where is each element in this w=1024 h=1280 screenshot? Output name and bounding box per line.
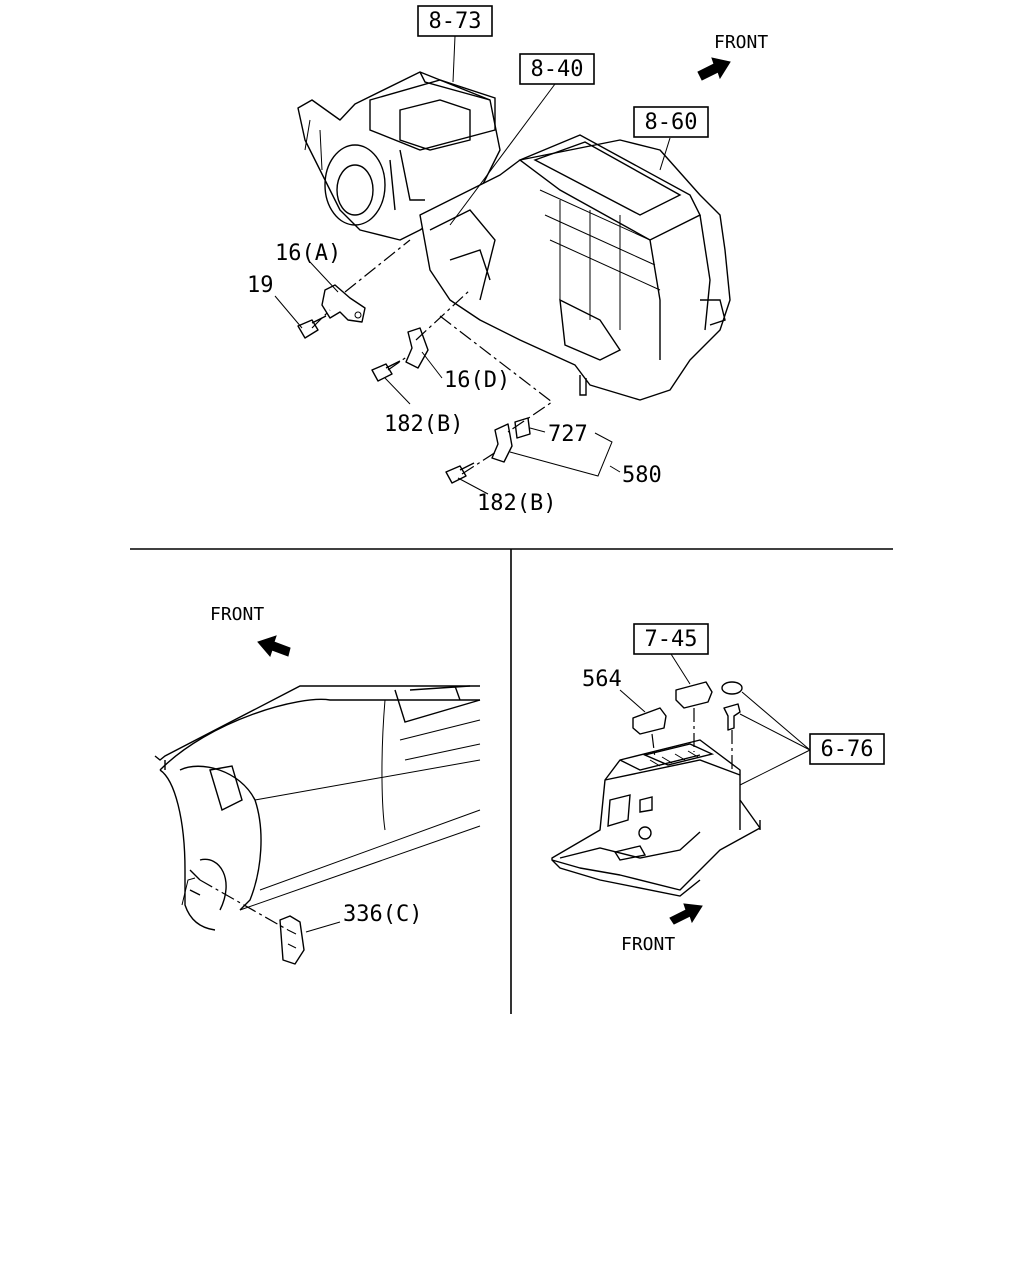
front-arrow-left [257,635,291,657]
leader-line [619,689,646,713]
ref-7-45: 7-45 [645,627,698,652]
ref-box-6-76 [809,733,885,765]
leader-line [509,432,613,477]
bracket-336c [279,915,305,965]
hvac-unit-illustration [297,71,731,401]
connector-line [439,315,554,433]
leader-line [741,691,811,751]
label-182b-upper: 182(B) [384,412,463,437]
front-label-top: FRONT [714,32,768,53]
leader-line [452,35,456,83]
leader-line [609,465,621,473]
connector-line [387,355,409,371]
connector-line [461,451,497,475]
leader-line [421,351,443,379]
ref-box-8-40 [519,53,595,85]
leader-line [659,137,671,171]
label-336c: 336(C) [343,902,422,927]
label-19: 19 [247,273,274,298]
ref-6-76: 6-76 [821,737,874,762]
screw-182b-upper [371,360,401,382]
ref-box-7-45 [633,623,709,655]
bracket-16d [405,327,429,369]
leader-line [309,261,339,293]
screw-19 [297,315,327,339]
bracket-580 [491,417,531,463]
ref-8-60: 8-60 [645,110,698,135]
connector-line [651,733,656,759]
ref-box-8-73 [417,5,493,37]
leader-line [670,653,691,685]
screw-182b-lower [445,462,475,484]
leader-line [384,377,411,405]
label-580: 580 [622,463,662,488]
switch-7-45 [675,681,713,709]
connector-line [199,879,289,931]
leader-line [529,427,546,433]
front-label-right: FRONT [621,934,675,955]
screw-6-76 [723,703,741,731]
dashboard-illustration [154,685,481,931]
clip-6-76-upper [721,681,743,695]
front-arrow-top [697,57,731,81]
ref-8-40: 8-40 [531,57,584,82]
leader-line [305,921,341,933]
front-arrow-right [669,903,703,925]
leader-line [739,749,811,786]
connector-line [344,239,411,293]
connector-line [415,289,471,341]
cover-564 [632,707,667,735]
label-16d: 16(D) [444,368,510,393]
leader-line [739,713,811,751]
front-label-left: FRONT [210,604,264,625]
bracket-16a [321,284,366,323]
ref-8-73: 8-73 [429,9,482,34]
label-564: 564 [582,667,622,692]
leader-line [449,83,556,226]
center-console-illustration [551,739,761,897]
leader-line [274,295,303,329]
ref-box-8-60 [633,106,709,138]
label-16a: 16(A) [275,241,341,266]
connector-line [311,309,331,329]
label-727: 727 [548,422,588,447]
label-182b-lower: 182(B) [477,491,556,516]
leader-line [457,477,489,495]
